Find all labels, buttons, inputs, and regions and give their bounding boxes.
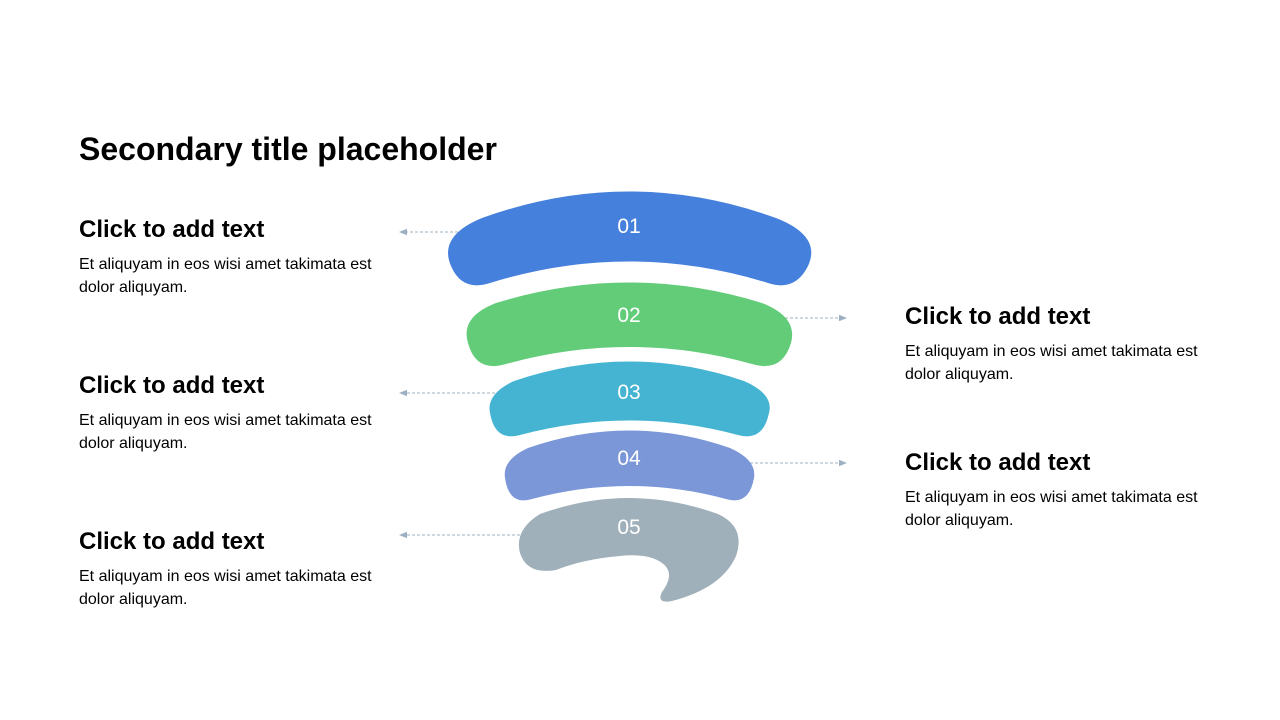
text-block-body[interactable]: Et aliquyam in eos wisi amet takimata es… <box>905 343 1198 383</box>
funnel-band-5[interactable] <box>518 498 739 602</box>
text-block-heading[interactable]: Click to add text <box>79 372 265 399</box>
band-label-1: 01 <box>617 215 640 238</box>
band-label-5: 05 <box>617 516 640 539</box>
text-block-body[interactable]: Et aliquyam in eos wisi amet takimata es… <box>79 412 372 452</box>
band-label-4: 04 <box>617 447 641 470</box>
text-block-heading[interactable]: Click to add text <box>905 449 1091 476</box>
text-block-5[interactable]: Click to add text Et aliquyam in eos wis… <box>79 527 399 611</box>
text-block-body[interactable]: Et aliquyam in eos wisi amet takimata es… <box>905 489 1198 529</box>
band-label-2: 02 <box>617 304 640 327</box>
text-block-3[interactable]: Click to add text Et aliquyam in eos wis… <box>79 371 399 455</box>
funnel-band-2[interactable] <box>466 282 793 367</box>
text-block-heading[interactable]: Click to add text <box>79 528 265 555</box>
funnel-band-3[interactable] <box>489 361 770 437</box>
page-title[interactable]: Secondary title placeholder <box>79 131 497 167</box>
text-block-2[interactable]: Click to add text Et aliquyam in eos wis… <box>905 302 1225 386</box>
text-block-body[interactable]: Et aliquyam in eos wisi amet takimata es… <box>79 256 372 296</box>
text-block-heading[interactable]: Click to add text <box>79 216 265 243</box>
text-block-4[interactable]: Click to add text Et aliquyam in eos wis… <box>905 448 1225 532</box>
text-block-1[interactable]: Click to add text Et aliquyam in eos wis… <box>79 215 399 299</box>
band-label-3: 03 <box>617 381 640 404</box>
text-block-body[interactable]: Et aliquyam in eos wisi amet takimata es… <box>79 568 372 608</box>
text-block-heading[interactable]: Click to add text <box>905 303 1091 330</box>
funnel-band-4[interactable] <box>504 430 755 501</box>
funnel-band-1[interactable] <box>448 191 812 286</box>
